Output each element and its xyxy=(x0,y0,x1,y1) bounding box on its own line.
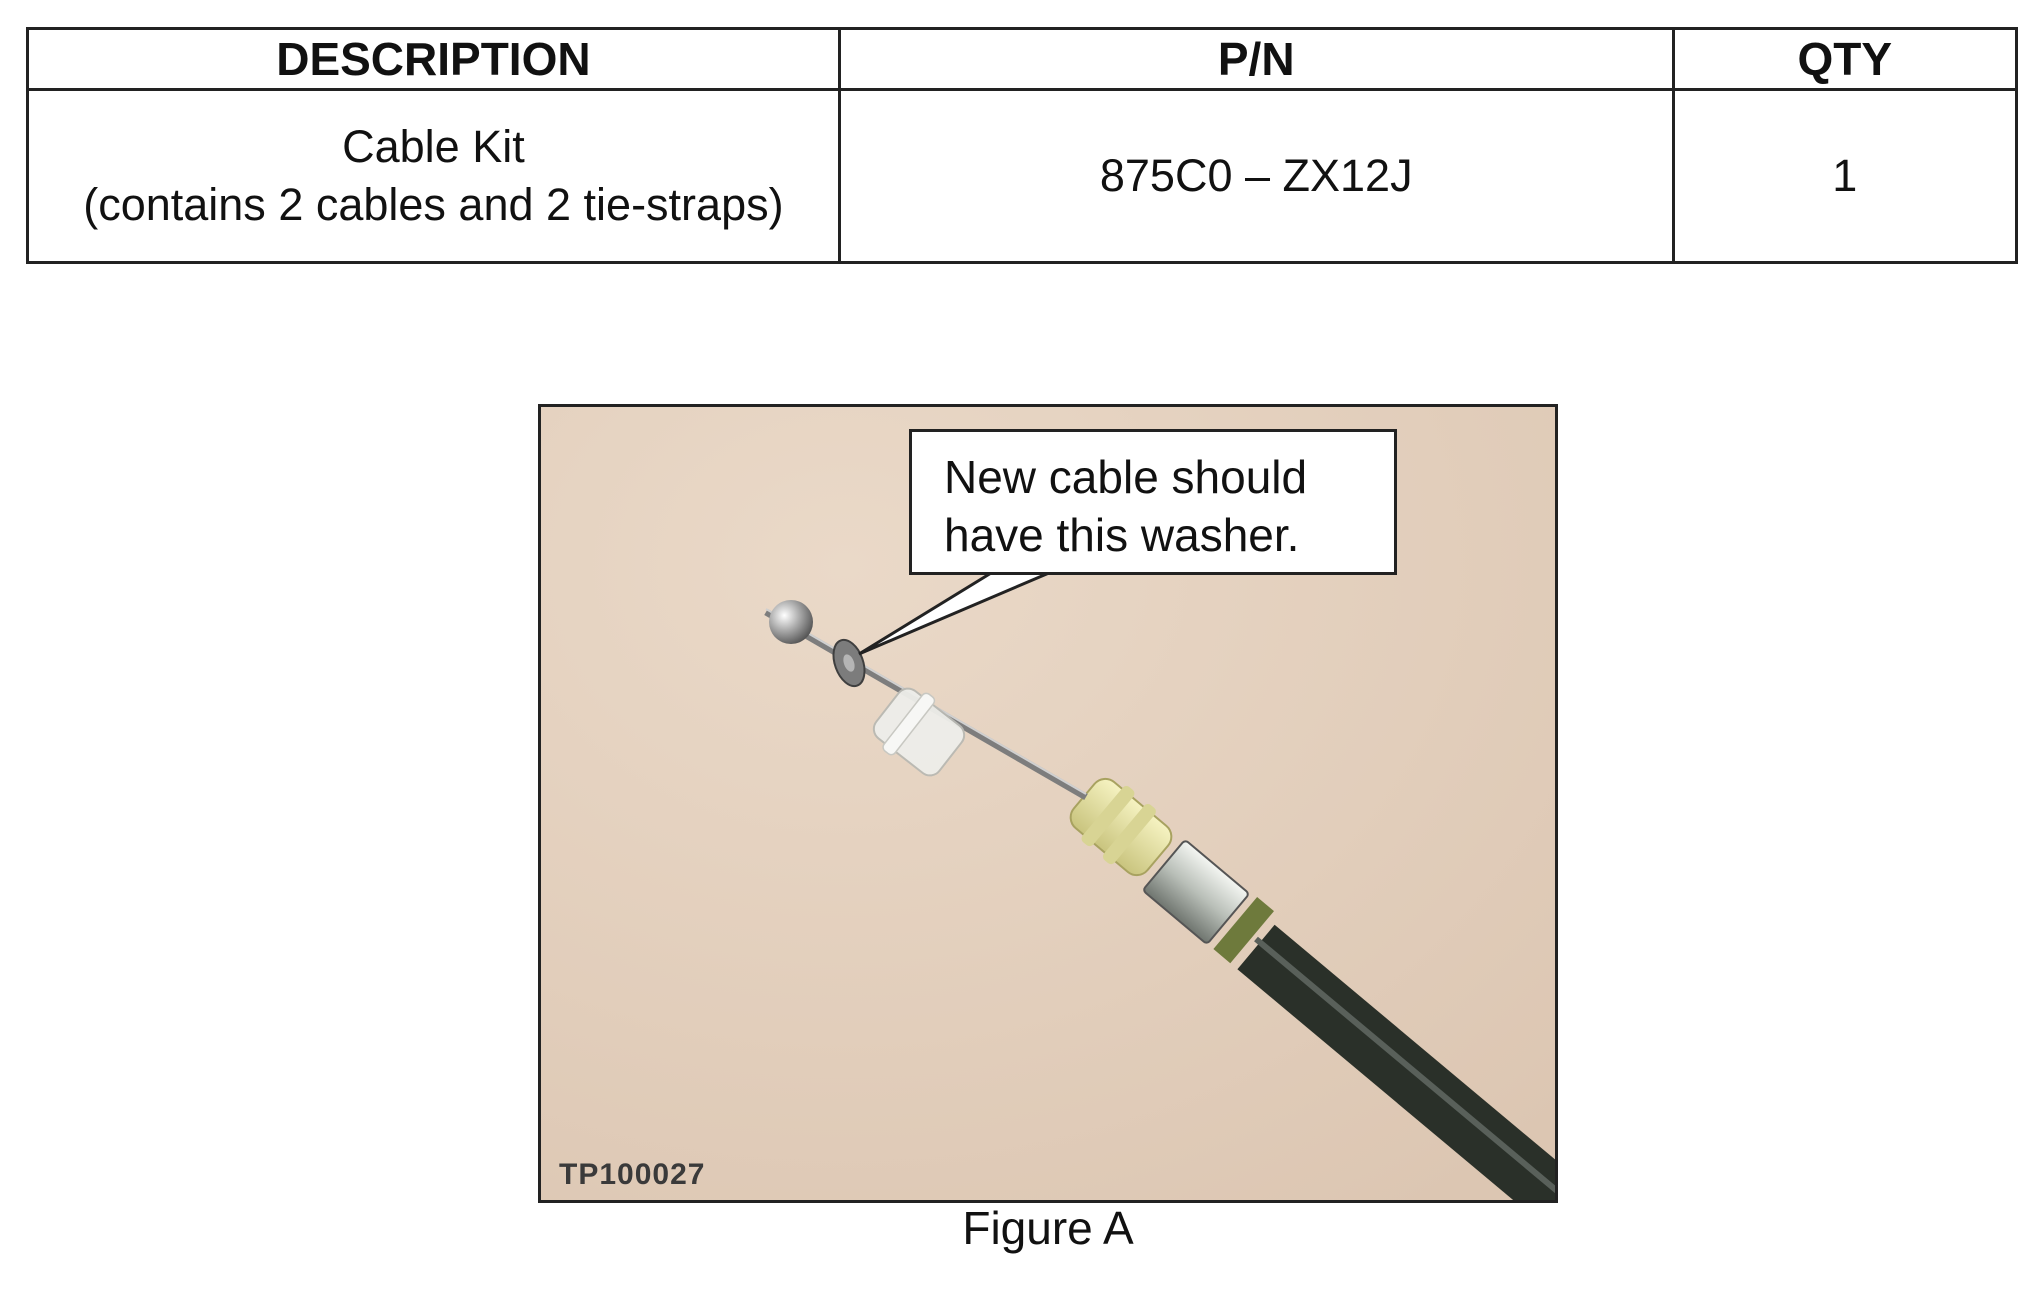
description-line-1: Cable Kit xyxy=(342,121,525,172)
table-row: Cable Kit (contains 2 cables and 2 tie-s… xyxy=(26,88,2019,264)
callout-line-2: have this washer. xyxy=(944,509,1300,561)
cell-part-number: 875C0 – ZX12J xyxy=(837,88,1675,264)
header-part-number: P/N xyxy=(837,27,1675,91)
parts-table: DESCRIPTION P/N QTY Cable Kit (contains … xyxy=(26,27,2019,264)
callout-line-1: New cable should xyxy=(944,451,1308,503)
header-quantity: QTY xyxy=(1671,27,2019,91)
cell-description: Cable Kit (contains 2 cables and 2 tie-s… xyxy=(26,88,841,264)
header-description: DESCRIPTION xyxy=(26,27,841,91)
description-line-2: (contains 2 cables and 2 tie-straps) xyxy=(83,179,784,230)
cell-quantity: 1 xyxy=(1671,88,2019,264)
callout-box: New cable should have this washer. xyxy=(909,429,1397,575)
parts-table-header-row: DESCRIPTION P/N QTY xyxy=(26,27,2019,91)
figure-photo: New cable should have this washer. TP100… xyxy=(538,404,1558,1203)
figure-caption: Figure A xyxy=(962,1202,1134,1254)
figure-image-code: TP100027 xyxy=(559,1158,706,1191)
